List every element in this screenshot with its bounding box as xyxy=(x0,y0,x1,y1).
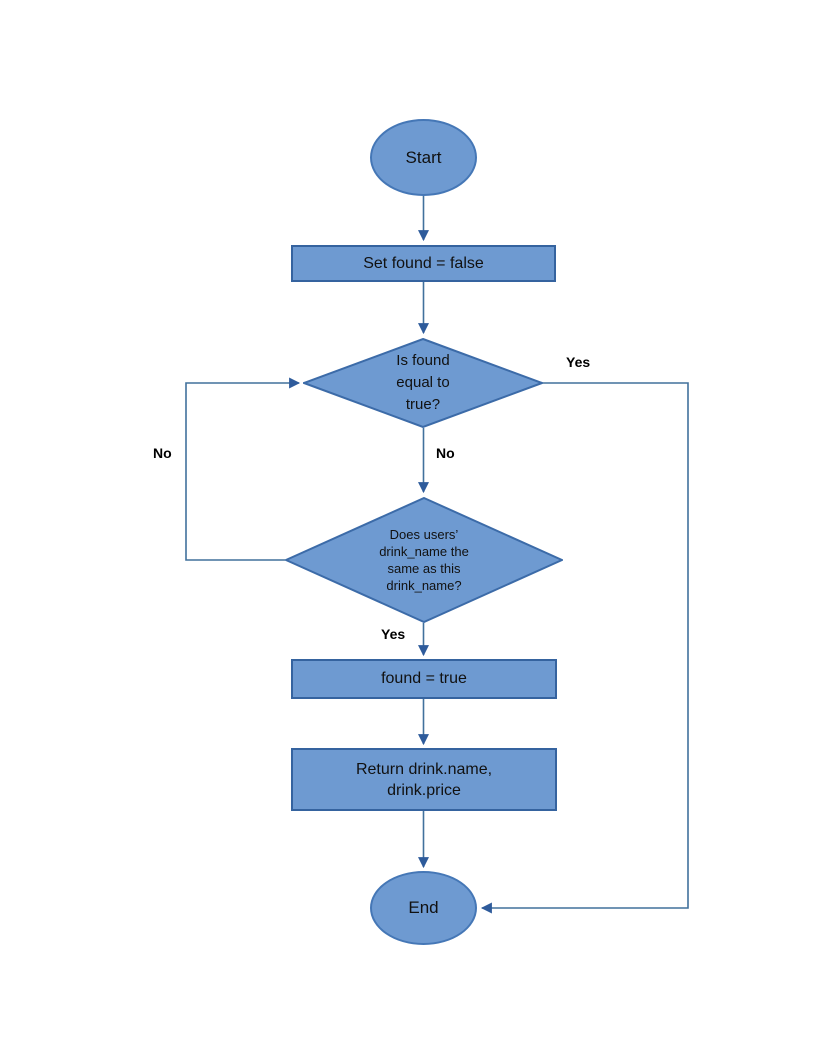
node-start-label: Start xyxy=(405,147,442,167)
node-set-found-label: Set found = false xyxy=(363,254,484,272)
node-found-true-label: found = true xyxy=(381,670,467,687)
edge-is-found-yes-to-end xyxy=(480,382,689,914)
node-return-drink-label: Return drink.name, drink.price xyxy=(355,760,493,799)
edge-label-no-loop: No xyxy=(153,445,172,461)
node-start: Start xyxy=(370,119,477,196)
edge-label-yes-down: Yes xyxy=(381,626,406,642)
node-drink-name-match-label: Does users’ drink_name the same as this … xyxy=(379,527,469,593)
node-is-found-true-label: Is found equal to true? xyxy=(396,352,450,413)
decision-diamond-shape xyxy=(303,338,543,428)
edge-label-yes-right: Yes xyxy=(566,354,591,370)
node-is-found-true: Is found equal to true? xyxy=(303,338,543,428)
node-end: End xyxy=(370,871,477,945)
node-return-drink: Return drink.name, drink.price xyxy=(291,748,557,811)
decision-diamond-shape xyxy=(285,497,563,623)
node-end-label: End xyxy=(408,898,439,917)
node-drink-name-match: Does users’ drink_name the same as this … xyxy=(285,497,563,623)
node-set-found: Set found = false xyxy=(291,245,556,282)
edge-label-no-down: No xyxy=(436,445,455,461)
node-found-true: found = true xyxy=(291,659,557,699)
edge-match-no-loop-to-is-found xyxy=(185,377,301,561)
